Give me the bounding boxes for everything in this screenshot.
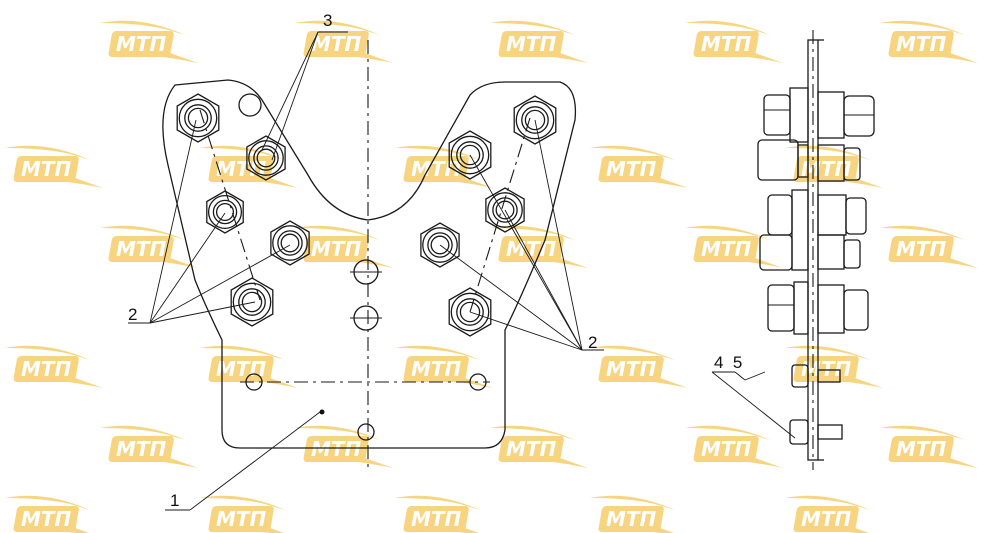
mtp-watermark: МТП <box>880 225 978 268</box>
mtp-watermark: МТП <box>295 425 393 468</box>
hex-nut <box>270 220 310 266</box>
svg-text:МТП: МТП <box>701 437 752 461</box>
hex-nut <box>448 287 492 337</box>
svg-text:МТП: МТП <box>411 357 462 381</box>
svg-text:МТП: МТП <box>216 157 267 181</box>
hex-nut <box>513 95 557 145</box>
mtp-watermark: МТП <box>590 345 688 388</box>
svg-text:МТП: МТП <box>506 437 557 461</box>
nut-group <box>176 93 557 337</box>
hex-nut <box>176 93 220 143</box>
hex-nut <box>230 277 274 327</box>
svg-text:МТП: МТП <box>21 507 72 531</box>
mtp-watermark: МТП <box>5 145 103 188</box>
svg-text:МТП: МТП <box>701 237 752 261</box>
front-view-plate <box>162 40 577 470</box>
callout-3: 3 <box>323 11 332 30</box>
svg-text:МТП: МТП <box>21 357 72 381</box>
svg-text:МТП: МТП <box>311 437 362 461</box>
svg-text:МТП: МТП <box>116 437 167 461</box>
mtp-watermark: МТП <box>490 20 588 63</box>
svg-text:МТП: МТП <box>701 32 752 56</box>
mtp-watermark: МТП <box>590 495 675 533</box>
svg-text:МТП: МТП <box>506 32 557 56</box>
mtp-watermark: МТП <box>785 495 870 533</box>
mtp-watermark: МТП <box>5 345 103 388</box>
mtp-watermark: МТП <box>200 495 285 533</box>
hex-nut <box>485 187 525 233</box>
hex-nut <box>206 190 244 234</box>
svg-text:МТП: МТП <box>606 357 657 381</box>
svg-text:МТП: МТП <box>216 357 267 381</box>
svg-text:МТП: МТП <box>896 237 947 261</box>
svg-text:МТП: МТП <box>21 157 72 181</box>
callout-1: 1 <box>170 491 179 510</box>
svg-text:МТП: МТП <box>896 32 947 56</box>
mtp-watermark: МТП <box>590 145 688 188</box>
mtp-watermark: МТП <box>295 225 393 268</box>
svg-text:МТП: МТП <box>116 32 167 56</box>
mtp-watermark: МТП <box>685 20 783 63</box>
mtp-watermark: МТП <box>395 145 493 188</box>
watermark-layer: МТП МТП МТП МТП МТП МТП МТП МТП МТП МТП МТП МТП МТП М… <box>5 20 978 533</box>
callout-4-5: 4 5 <box>714 353 742 372</box>
callout-2-left: 2 <box>128 305 137 324</box>
mtp-watermark: МТП <box>100 20 198 63</box>
svg-text:МТП: МТП <box>411 507 462 531</box>
svg-text:МТП: МТП <box>896 437 947 461</box>
hex-nut <box>420 222 460 268</box>
svg-text:МТП: МТП <box>311 32 362 56</box>
svg-text:МТП: МТП <box>116 237 167 261</box>
plate-holes <box>238 93 487 441</box>
mtp-watermark: МТП <box>295 20 393 63</box>
mtp-watermark: МТП <box>490 425 588 468</box>
mtp-watermark: МТП <box>785 145 883 188</box>
svg-text:МТП: МТП <box>606 507 657 531</box>
mtp-watermark: МТП <box>685 225 783 268</box>
mtp-watermark: МТП <box>5 495 90 533</box>
hex-nut <box>448 130 492 180</box>
mtp-watermark: МТП <box>100 425 198 468</box>
mtp-watermark: МТП <box>200 145 298 188</box>
hex-nut <box>246 135 286 181</box>
mtp-watermark: МТП <box>880 425 978 468</box>
svg-text:МТП: МТП <box>311 237 362 261</box>
mtp-watermark: МТП <box>785 345 883 388</box>
mtp-watermark: МТП <box>395 495 480 533</box>
svg-text:МТП: МТП <box>801 157 852 181</box>
mtp-watermark: МТП <box>685 425 783 468</box>
callout-2-right: 2 <box>588 333 597 352</box>
svg-text:МТП: МТП <box>801 507 852 531</box>
svg-text:МТП: МТП <box>216 507 267 531</box>
mtp-watermark: МТП <box>395 345 493 388</box>
mtp-watermark: МТП <box>880 20 978 63</box>
mtp-watermark: МТП <box>100 225 198 268</box>
svg-text:МТП: МТП <box>801 357 852 381</box>
side-view <box>757 30 875 470</box>
leader-lines <box>128 31 796 511</box>
svg-text:МТП: МТП <box>606 157 657 181</box>
